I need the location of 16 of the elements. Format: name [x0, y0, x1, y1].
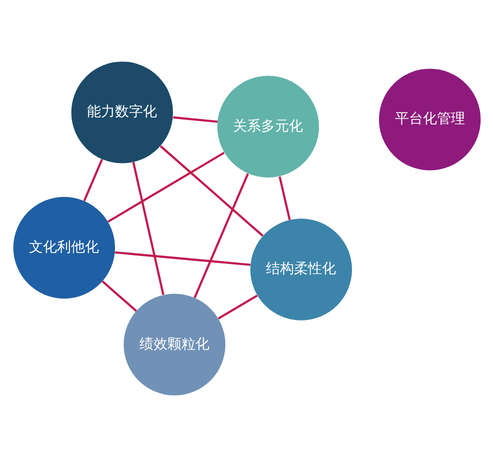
- connector: [217, 294, 258, 320]
- connector: [132, 162, 164, 295]
- node-circle: 绩效颗粒化: [123, 294, 225, 396]
- connector: [101, 280, 137, 312]
- node-circle: 结构柔性化: [250, 218, 352, 320]
- connector: [278, 176, 290, 220]
- node-circle: 关系多元化: [216, 76, 318, 178]
- node-circle: 平台化管理: [378, 68, 480, 170]
- connector: [82, 158, 103, 202]
- node-circle: 文化利他化: [12, 196, 115, 299]
- connector: [159, 145, 264, 237]
- connector: [172, 116, 218, 123]
- connector: [193, 173, 248, 298]
- node-circle: 能力数字化: [70, 62, 172, 164]
- connector: [106, 152, 224, 223]
- connector: [114, 251, 250, 266]
